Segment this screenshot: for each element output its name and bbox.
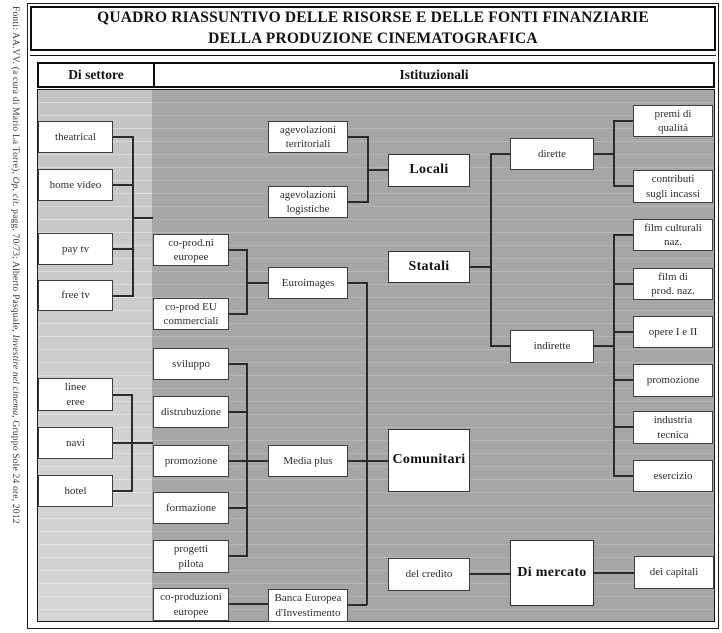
title-line-1: QUADRO RIASSUNTIVO DELLE RISORSE E DELLE… xyxy=(97,8,649,26)
body-frame xyxy=(37,89,715,622)
connector-line xyxy=(229,507,247,509)
connector-line xyxy=(470,573,510,575)
box-coproduzioni-europee: co-produzioni europee xyxy=(153,588,229,621)
box-coprodni-europee: co-prod.ni europee xyxy=(153,234,229,266)
box-sviluppo: sviluppo xyxy=(153,348,229,380)
connector-line xyxy=(613,234,615,477)
connector-line xyxy=(613,475,633,477)
box-comunitari: Comunitari xyxy=(388,429,470,492)
connector-line xyxy=(613,331,633,333)
box-film-culturali-naz: film culturali naz. xyxy=(633,219,713,251)
connector-line xyxy=(613,426,633,428)
connector-line xyxy=(366,282,368,605)
box-opere-i-e-ii: opere I e II xyxy=(633,316,713,348)
connector-line xyxy=(229,460,268,462)
connector-line xyxy=(594,345,614,347)
connector-line xyxy=(113,394,132,396)
connector-line xyxy=(613,120,615,187)
box-contributi-sugli-incassi: contributi sugli incassi xyxy=(633,170,713,203)
box-dirette: dirette xyxy=(510,138,594,170)
box-locali: Locali xyxy=(388,154,470,187)
connector-line xyxy=(594,572,634,574)
connector-line xyxy=(229,249,248,251)
connector-line xyxy=(132,217,153,219)
connector-line xyxy=(348,604,367,606)
box-pay-tv: pay tv xyxy=(38,233,113,265)
box-statali: Statali xyxy=(388,251,470,283)
connector-line xyxy=(246,282,268,284)
box-del-credito: del credito xyxy=(388,558,470,591)
box-navi: navi xyxy=(38,427,113,459)
connector-line xyxy=(348,460,388,462)
box-agevolazioni-logistiche: agevolazioni logistiche xyxy=(268,186,348,218)
connector-line xyxy=(229,411,247,413)
box-indirette: indirette xyxy=(510,330,594,363)
connector-line xyxy=(229,555,247,557)
connector-line xyxy=(113,136,133,138)
box-promozione-indiretta: promozione xyxy=(633,364,713,397)
title-divider-rule xyxy=(30,55,716,56)
connector-line xyxy=(490,153,492,347)
box-film-di-prod-naz: film di prod. naz. xyxy=(633,268,713,300)
connector-line xyxy=(113,248,133,250)
connector-line xyxy=(490,345,510,347)
connector-line xyxy=(613,234,633,236)
box-theatrical: theatrical xyxy=(38,121,113,153)
source-citation: Fonti: AA.VV. (a cura di Mario La Torre)… xyxy=(2,6,20,628)
box-euroimages: Euroimages xyxy=(268,267,348,299)
source-citation-text: , Gruppo Sole 24 ore, 2012 xyxy=(10,415,20,524)
source-citation-text: pagg. 70/73; Alberto Pasquale, xyxy=(10,206,20,335)
connector-line xyxy=(229,313,248,315)
header-di-settore: Di settore xyxy=(39,64,155,86)
connector-line xyxy=(246,363,248,557)
box-formazione: formazione xyxy=(153,492,229,524)
connector-line xyxy=(113,184,133,186)
connector-line xyxy=(113,295,133,297)
box-industria-tecnica: industria tecnica xyxy=(633,411,713,444)
connector-line xyxy=(594,153,614,155)
connector-line xyxy=(613,283,633,285)
box-progetti-pilota: progetti pilota xyxy=(153,540,229,573)
box-coprod-eu-commerciali: co-prod EU commerciali xyxy=(153,298,229,330)
box-free-tv: free tv xyxy=(38,280,113,311)
outer-frame xyxy=(27,3,719,629)
connector-line xyxy=(229,363,247,365)
connector-line xyxy=(613,185,633,187)
box-premi-di-qualita: premi di qualità xyxy=(633,105,713,137)
box-media-plus: Media plus xyxy=(268,445,348,477)
connector-line xyxy=(470,266,491,268)
box-promozione-media: promozione xyxy=(153,445,229,477)
box-hotel: hotel xyxy=(38,475,113,507)
box-home-video: home video xyxy=(38,169,113,201)
source-citation-italic: Investire nel cinema xyxy=(10,334,20,416)
connector-line xyxy=(613,120,633,122)
title-line-2: DELLA PRODUZIONE CINEMATOGRAFICA xyxy=(208,29,538,47)
box-banca-europea-investimento: Banca Europea d'Investimento xyxy=(268,589,348,622)
box-agevolazioni-territoriali: agevolazioni territoriali xyxy=(268,121,348,153)
box-dei-capitali: dei capitali xyxy=(634,556,714,589)
connector-line xyxy=(367,169,388,171)
connector-line xyxy=(348,201,368,203)
connector-line xyxy=(132,136,134,297)
box-esercizio: esercizio xyxy=(633,460,713,492)
box-linee-eree: linee eree xyxy=(38,378,113,411)
connector-line xyxy=(113,442,153,444)
connector-line xyxy=(490,153,510,155)
diagram-title: QUADRO RIASSUNTIVO DELLE RISORSE E DELLE… xyxy=(30,6,716,51)
source-citation-text: Fonti: AA.VV. (a cura di Mario La Torre)… xyxy=(10,6,20,177)
box-di-mercato: Di mercato xyxy=(510,540,594,606)
connector-line xyxy=(348,282,367,284)
header-istituzionali: Istituzionali xyxy=(399,67,469,82)
box-distrubuzione: distrubuzione xyxy=(153,396,229,428)
connector-line xyxy=(229,603,268,605)
column-header-row: Di settore Istituzionali xyxy=(37,62,715,88)
connector-line xyxy=(348,136,368,138)
connector-line xyxy=(113,490,132,492)
source-citation-italic: Op. cit. xyxy=(10,176,20,207)
connector-line xyxy=(613,379,633,381)
